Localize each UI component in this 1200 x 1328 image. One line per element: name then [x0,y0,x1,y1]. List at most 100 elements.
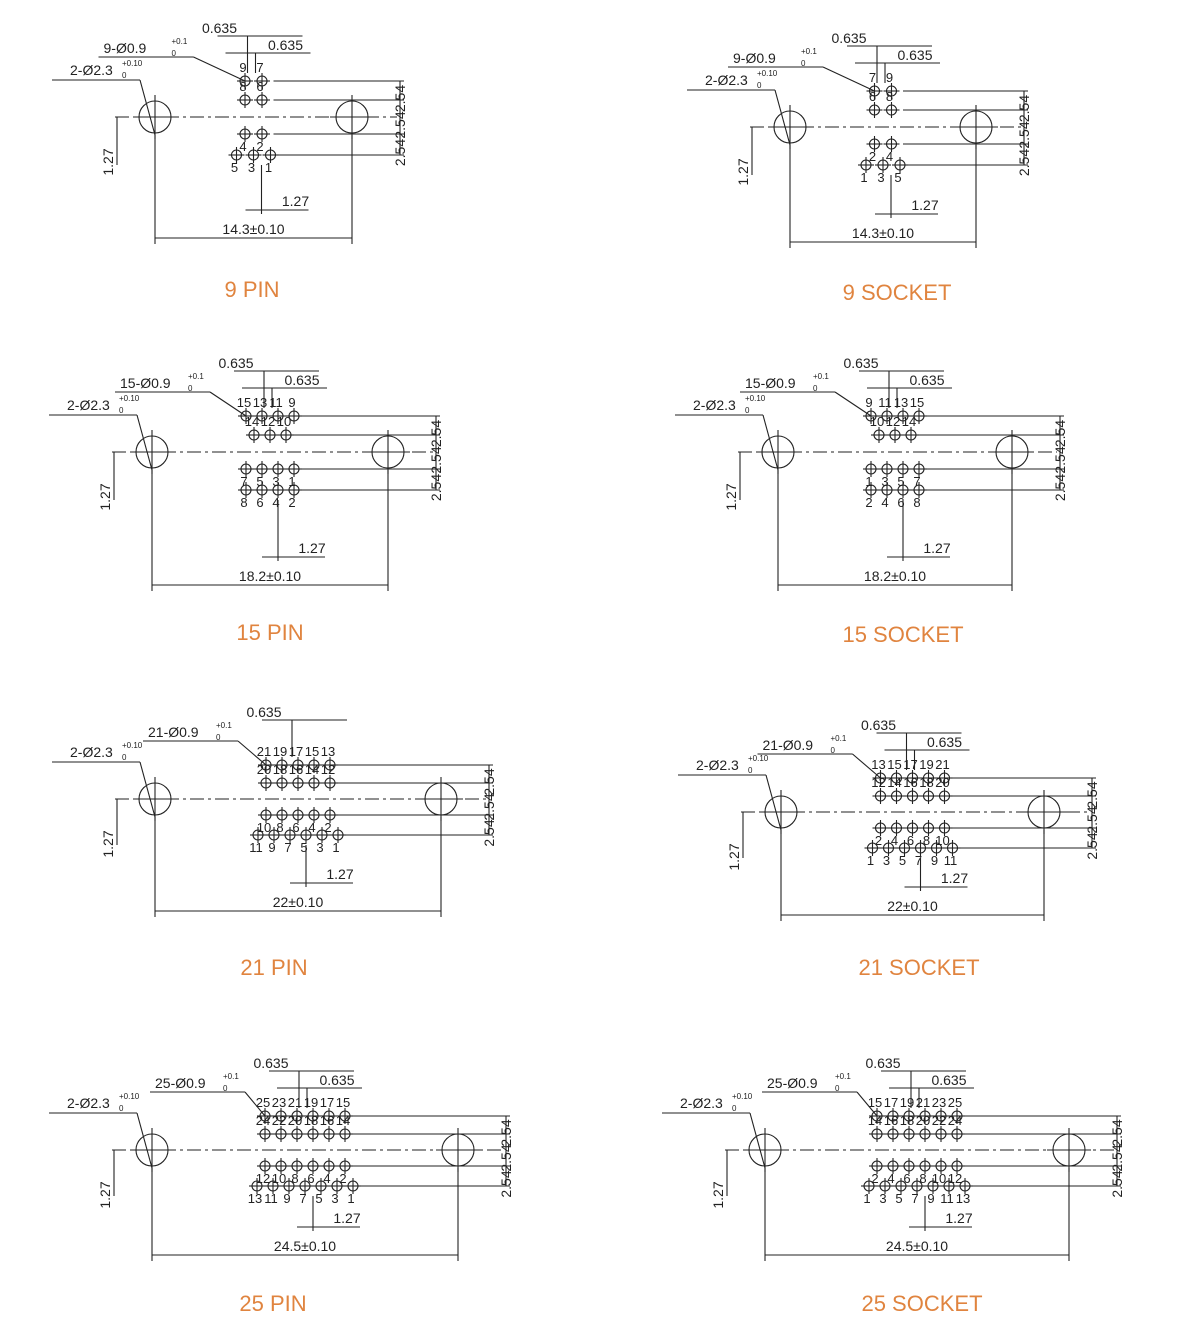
pin-callout-leader [856,1091,878,1117]
pin-contact [237,126,253,142]
pin-contact [901,1126,917,1142]
pin-contact [869,1126,885,1142]
pin-contact [281,1178,297,1194]
hole-callout-leader [774,89,791,146]
row-pitch-label: 2.54 [1052,446,1068,473]
pin-contact [305,1108,321,1124]
contact-number: 17 [289,744,303,759]
contact-number: 20 [935,775,949,790]
contact-number: 22 [932,1113,946,1128]
contact-number: 12 [256,1171,270,1186]
pin-contact [872,788,889,804]
pin-callout: 21-Ø0.9 [148,724,199,740]
contact-number: 14 [868,1113,882,1128]
pin-contact [289,1108,305,1124]
contact-number: 1 [865,474,872,489]
pin-contact [858,157,874,173]
pin-contact [917,1126,933,1142]
width-label: 22±0.10 [887,898,938,914]
row-pitch-label: 2.54 [1084,781,1100,808]
contact-number: 8 [276,820,283,835]
contact-number: 11 [944,853,958,868]
contact-number: 16 [289,762,303,777]
row-pitch-label: 2.54 [498,1170,514,1197]
contact-number: 9 [931,853,938,868]
contact-number: 15 [868,1095,882,1110]
pin-contact [257,1126,273,1142]
pin-contact [866,136,883,152]
pin-contact [888,770,905,786]
left-offset-label: 1.27 [100,830,116,857]
pin-contact [885,1126,901,1142]
contact-number: 15 [336,1095,350,1110]
contact-number: 14 [902,414,916,429]
contact-number: 10 [935,833,949,848]
panel-caption: 15 SOCKET [842,622,963,647]
contact-number: 2 [869,149,876,164]
pin-contact [274,807,290,823]
contact-number: 14 [887,775,901,790]
contact-number: 20 [288,1113,302,1128]
contact-number: 5 [300,840,307,855]
pin-contact [290,807,306,823]
contact-number: 10 [257,820,271,835]
contact-number: 19 [304,1095,318,1110]
panel-caption: 15 PIN [236,620,303,645]
pin-contact [258,807,274,823]
pin-callout-leader [822,66,875,92]
contact-number: 9 [283,1191,290,1206]
pin-contact [888,788,905,804]
offset-label: 0.635 [268,37,303,53]
pin-contact [872,820,889,836]
pin-tolerance-upper: +0.1 [831,734,847,743]
contact-number: 3 [879,1191,886,1206]
panel-caption: 25 PIN [239,1291,306,1316]
pin-contact [282,827,298,843]
pin-contact [917,1108,933,1124]
contact-number: 20 [916,1113,930,1128]
pin-contact [883,136,900,152]
contact-number: 21 [935,757,949,772]
panel-caption: 9 PIN [224,277,279,302]
pin-contact [904,788,921,804]
mounting-hole [130,430,174,474]
pin-contact [863,482,879,498]
pin-contact [869,1158,885,1174]
contact-number: 24 [948,1113,962,1128]
contact-number: 3 [881,474,888,489]
pin-contact [883,83,900,99]
contact-number: 9 [886,70,893,85]
mounting-hole [436,1128,480,1172]
pin-callout-leader [193,56,246,82]
contact-number: 13 [253,395,267,410]
hole-tolerance-lower: 0 [122,753,127,762]
contact-number: 9 [239,60,246,75]
pitch-label: 1.27 [923,540,950,556]
contact-number: 8 [239,79,246,94]
contact-number: 11 [264,1191,278,1206]
pin-contact [257,1158,273,1174]
contact-number: 4 [886,149,893,164]
mounting-hole [1047,1128,1091,1172]
pin-contact [893,1178,909,1194]
pin-contact [270,408,286,424]
pin-contact [879,408,895,424]
hole-callout-leader [136,1112,153,1169]
contact-number: 14 [336,1113,350,1128]
contact-number: 10 [277,414,291,429]
contact-number: 8 [291,1171,298,1186]
row-pitch-label: 2.54 [1016,149,1032,176]
contact-number: 2 [865,495,872,510]
contact-number: 6 [869,89,876,104]
contact-number: 12 [886,414,900,429]
contact-number: 1 [863,1191,870,1206]
contact-number: 7 [911,1191,918,1206]
contact-number: 5 [894,170,901,185]
pin-callout-leader [244,1091,266,1117]
hole-callout: 2-Ø2.3 [696,757,739,773]
pin-contact [866,102,883,118]
contact-number: 2 [875,833,882,848]
pin-callout: 25-Ø0.9 [767,1075,818,1091]
row-pitch-label: 2.54 [1109,1119,1125,1146]
hole-callout: 2-Ø2.3 [70,62,113,78]
